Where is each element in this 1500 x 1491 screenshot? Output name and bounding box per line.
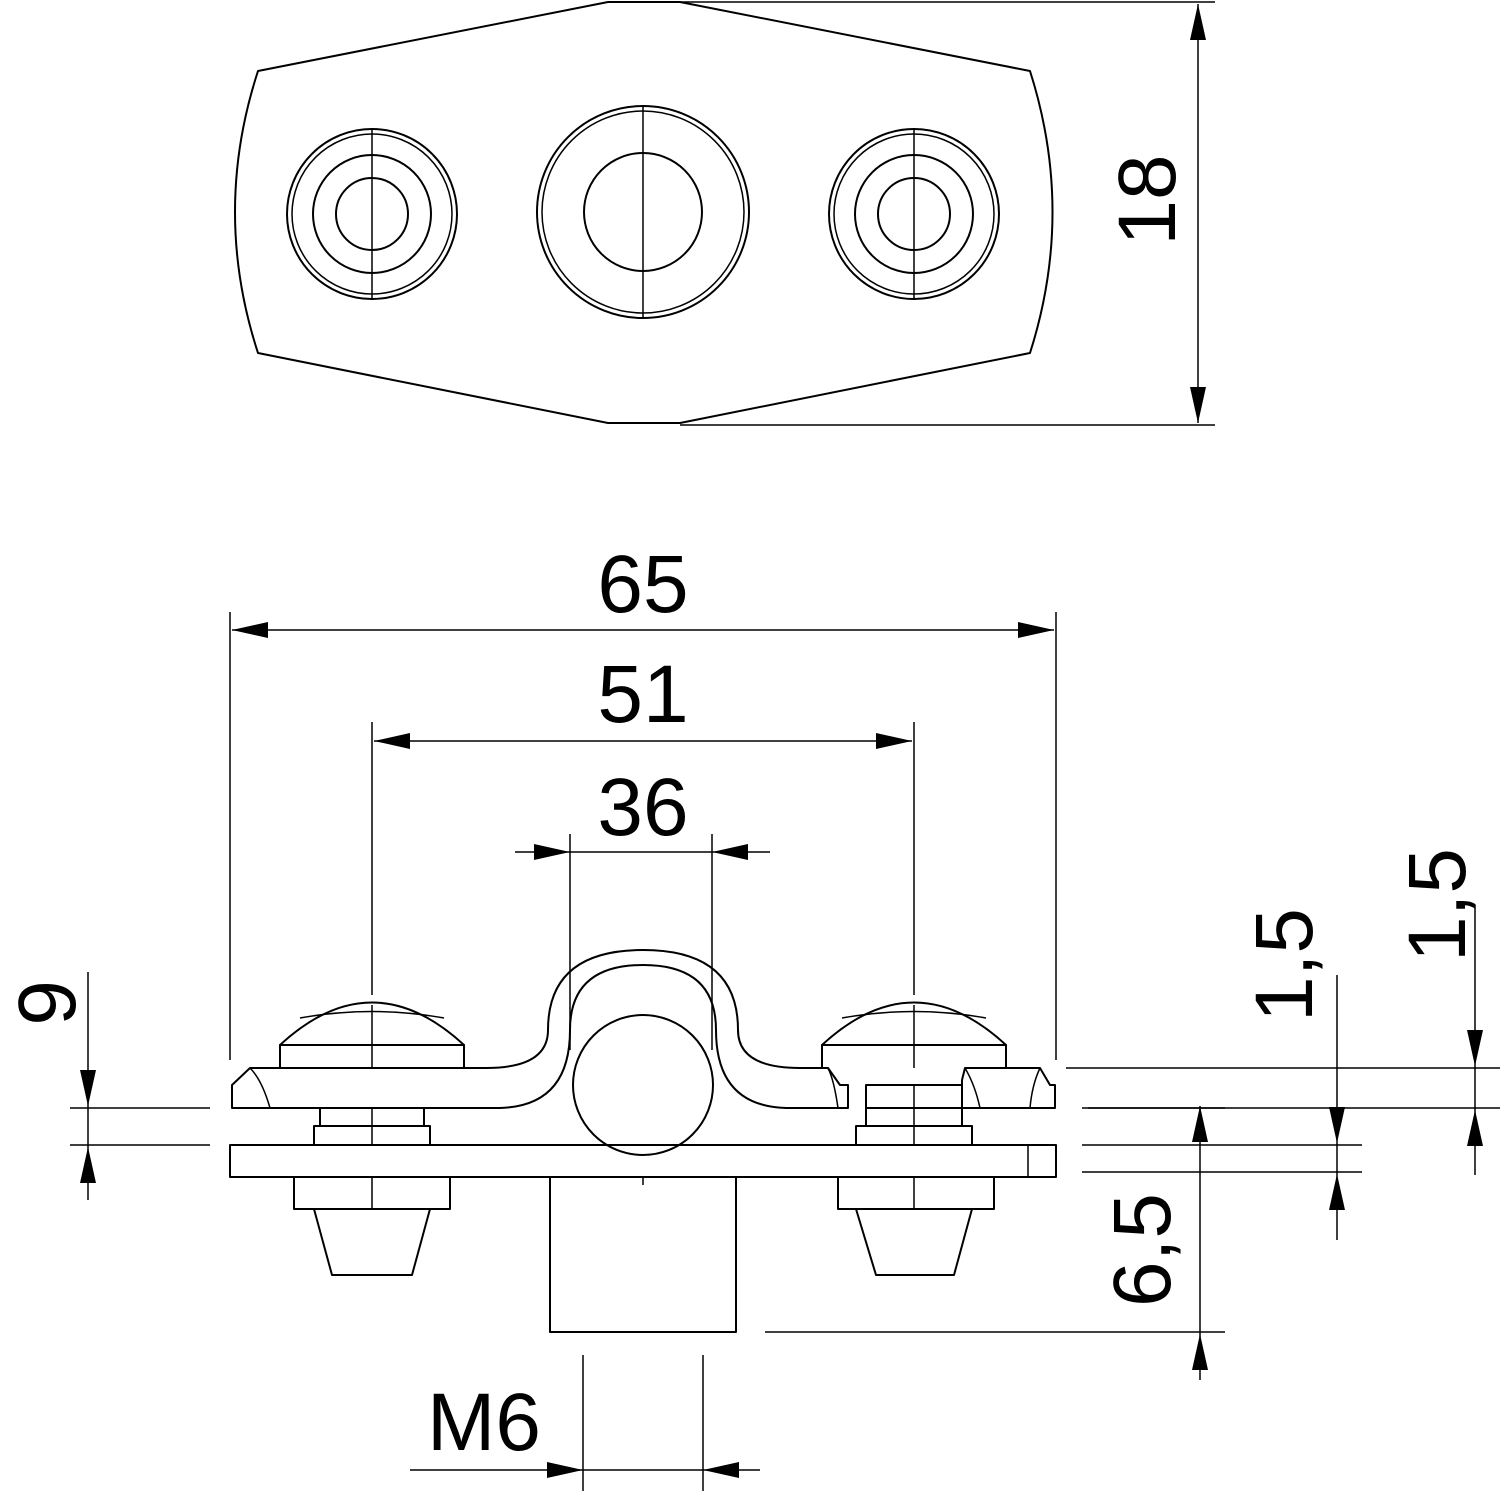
right-screw-top	[828, 128, 1000, 300]
right-screw-side	[821, 1001, 1007, 1276]
dimension-18: 18	[680, 1, 1215, 426]
label-65: 65	[597, 539, 688, 630]
label-51: 51	[597, 649, 688, 740]
left-screw-side	[279, 1001, 465, 1276]
top-view: 18	[234, 1, 1215, 426]
dimension-1-5-outer: 1,5	[1066, 848, 1500, 1175]
right-strap-piece	[961, 1067, 1056, 1109]
label-36: 36	[597, 762, 688, 853]
pipe-section	[572, 1014, 714, 1156]
left-screw-top	[286, 128, 458, 300]
dimension-51: 51	[371, 649, 915, 995]
label-1-5-inner: 1,5	[1239, 908, 1330, 1022]
dimension-36: 36	[515, 762, 770, 1050]
side-view: 65 51 36 9	[2, 539, 1500, 1491]
upper-strap	[231, 949, 849, 1109]
dimension-9: 9	[2, 972, 210, 1200]
dimension-1-5-inner: 1,5	[1082, 908, 1362, 1240]
label-1-5-outer: 1,5	[1392, 848, 1483, 962]
label-9: 9	[2, 980, 93, 1026]
base-plate	[229, 1144, 1057, 1178]
label-6-5: 6,5	[1097, 1193, 1188, 1307]
dimension-65: 65	[229, 539, 1057, 1060]
dimension-m6: M6	[410, 1355, 760, 1491]
label-m6: M6	[427, 1377, 541, 1468]
center-hole-top	[536, 105, 750, 319]
threaded-sleeve	[549, 1176, 737, 1333]
label-18: 18	[1102, 154, 1193, 245]
dimension-6-5: 6,5	[765, 1106, 1225, 1380]
plate-outline	[234, 1, 1054, 424]
